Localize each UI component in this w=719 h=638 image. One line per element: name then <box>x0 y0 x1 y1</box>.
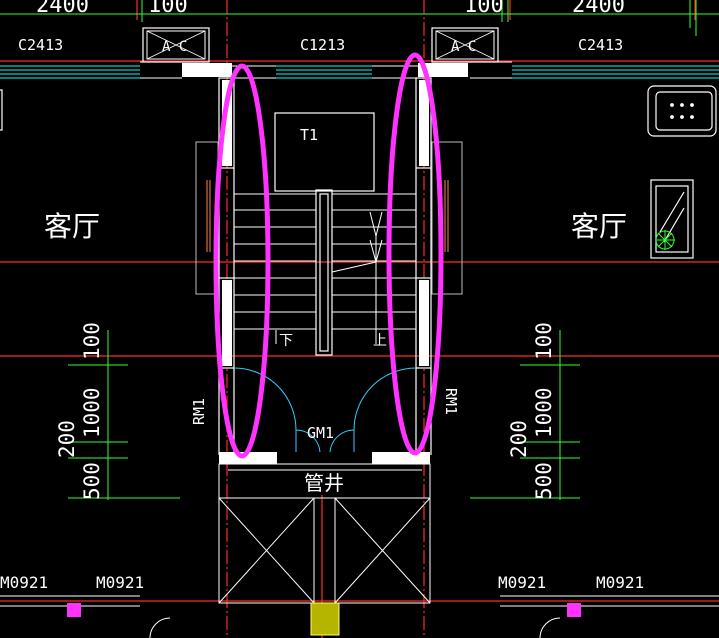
window-label-left: C2413 <box>18 36 63 54</box>
top-wall-windows <box>0 61 719 79</box>
sofa-icon <box>647 85 717 137</box>
right-dim-500: 500 <box>532 462 556 500</box>
door-label-gm1: GM1 <box>307 424 334 442</box>
side-niches <box>195 141 463 295</box>
stair-down-label: 下 <box>279 333 293 349</box>
bottom-wall <box>219 452 430 464</box>
highlight-ellipses <box>213 52 444 459</box>
left-dim-1000: 1000 <box>80 387 104 438</box>
door-m0921-4: M0921 <box>596 573 644 592</box>
window-label-right: C2413 <box>578 36 623 54</box>
dim-2400-left: 2400 <box>36 0 89 18</box>
left-dim-200: 200 <box>55 420 79 458</box>
ac-label-left: A C <box>162 39 187 55</box>
stairwell-wall-fill <box>222 80 429 366</box>
plant-icon <box>655 230 675 250</box>
living-room-label-left: 客厅 <box>44 210 100 243</box>
ac-unit-right: A C <box>431 27 499 63</box>
stair-arrows <box>275 211 383 344</box>
door-label-rm1-left: RM1 <box>190 398 208 425</box>
left-edge-furniture <box>0 89 3 131</box>
dim-2400-right: 2400 <box>572 0 625 18</box>
top-dimension-lines <box>0 0 719 36</box>
door-m0921-2: M0921 <box>96 573 144 592</box>
stair-up-label: 上 <box>373 333 387 349</box>
window-label-center: C1213 <box>300 36 345 54</box>
elevator-shaft <box>274 112 375 192</box>
right-dim-100: 100 <box>532 322 556 360</box>
right-dim-lines <box>470 330 580 500</box>
elevator-label: T1 <box>300 126 318 144</box>
left-dim-500: 500 <box>80 462 104 500</box>
bottom-walls <box>0 595 719 638</box>
right-dim-1000: 1000 <box>532 387 556 438</box>
shaft-label: 管井 <box>304 471 344 495</box>
door-m0921-3: M0921 <box>498 573 546 592</box>
dim-100-left: 100 <box>148 0 188 18</box>
door-m0921-1: M0921 <box>0 573 48 592</box>
columns <box>67 602 581 636</box>
stair-treads <box>234 193 416 330</box>
top-wall-solid <box>182 63 468 77</box>
fridge-icon <box>650 179 694 259</box>
door-label-rm1-right: RM1 <box>442 388 460 415</box>
living-room-label-right: 客厅 <box>571 210 627 243</box>
ac-unit-left: A C <box>142 27 210 63</box>
left-dim-lines <box>68 330 180 500</box>
dim-100-right: 100 <box>464 0 504 18</box>
highlight-ellipse-right[interactable] <box>386 52 444 456</box>
ac-label-right: A C <box>451 39 476 55</box>
stair-handrail <box>315 189 333 356</box>
left-dim-100: 100 <box>80 322 104 360</box>
door-swings <box>233 367 417 453</box>
highlight-ellipse-left[interactable] <box>213 63 271 459</box>
right-dim-200: 200 <box>507 420 531 458</box>
